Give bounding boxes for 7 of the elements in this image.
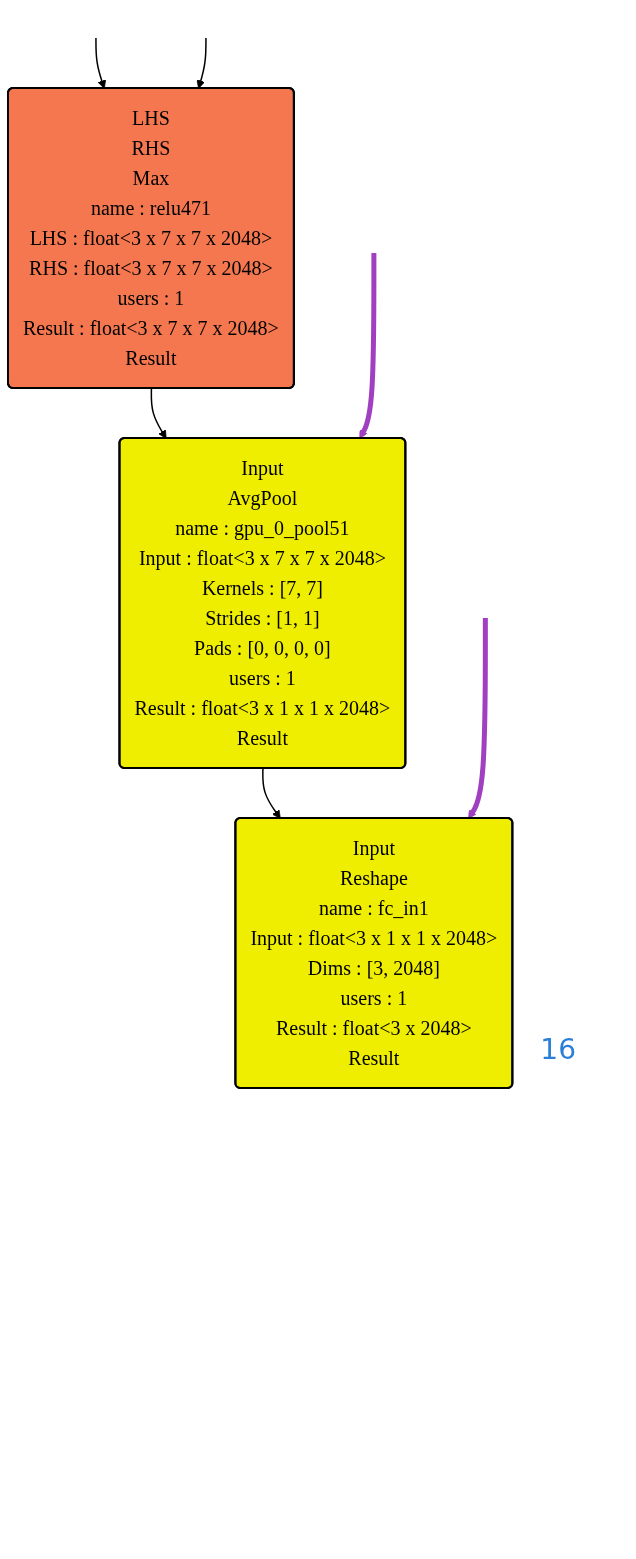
arrow xyxy=(196,37,207,89)
arrow xyxy=(262,767,281,819)
arrow xyxy=(150,387,167,439)
arrow xyxy=(95,37,106,89)
arrow xyxy=(468,618,488,819)
page-number: 16 xyxy=(540,1033,576,1066)
arrow xyxy=(359,253,377,439)
